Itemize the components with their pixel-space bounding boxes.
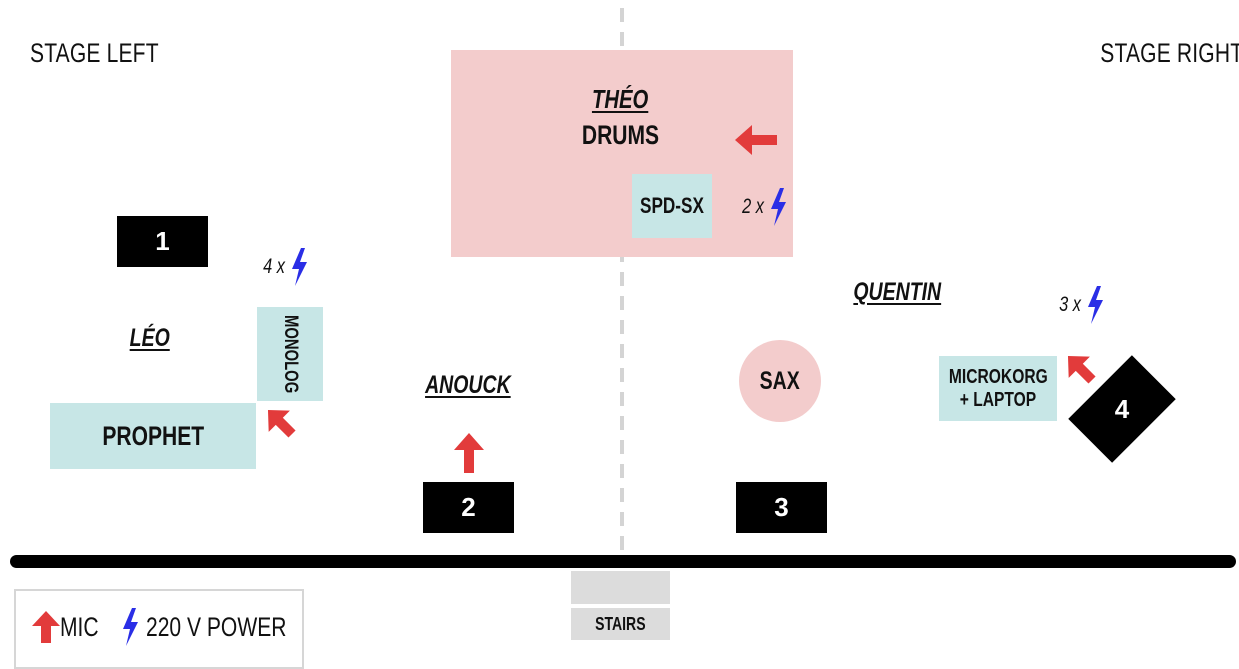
anouck-mic-arrow-icon <box>454 433 484 473</box>
monitor-3: 3 <box>736 482 827 533</box>
monolog-synth: MONOLOG <box>257 307 323 401</box>
spd-sx-pad: SPD-SX <box>632 174 712 238</box>
anouck-name: ANOUCK <box>424 371 511 399</box>
drum-riser <box>451 50 793 257</box>
quentin-power: 3 x <box>1056 286 1104 324</box>
leo-power: 4 x <box>260 248 308 286</box>
mic-legend-icon <box>32 611 60 643</box>
prophet-synth: PROPHET <box>50 403 256 469</box>
power-legend-icon <box>123 608 138 646</box>
monitor-4-label: 4 <box>1114 394 1130 424</box>
quentin-name: QUENTIN <box>853 278 942 306</box>
monitor-2: 2 <box>423 482 514 533</box>
legend-mic-label: MIC <box>60 612 99 642</box>
lightning-bolt-icon <box>1088 286 1104 324</box>
drums-label: DRUMS <box>581 120 659 150</box>
legend-power-label: 220 V POWER <box>146 612 287 642</box>
stage-edge <box>10 555 1236 568</box>
lightning-bolt-icon <box>292 248 308 286</box>
stage-right-label: STAGE RIGHT <box>1100 38 1239 68</box>
quentin-mic-arrow-icon <box>1067 355 1096 384</box>
microkorg-laptop: MICROKORG + LAPTOP <box>939 356 1057 421</box>
drums-mic-arrow-icon <box>735 125 777 155</box>
sax-position: SAX <box>739 340 821 422</box>
drums-power: 2 x <box>739 188 787 226</box>
leo-name: LÉO <box>129 324 171 352</box>
stairs-step <box>571 571 670 604</box>
lightning-bolt-icon <box>771 188 787 226</box>
monitor-1: 1 <box>117 216 208 267</box>
leo-mic-arrow-icon <box>267 409 296 438</box>
stage-left-label: STAGE LEFT <box>30 38 159 68</box>
stairs: STAIRS <box>571 608 670 640</box>
drums-player-name: THÉO <box>591 84 649 114</box>
